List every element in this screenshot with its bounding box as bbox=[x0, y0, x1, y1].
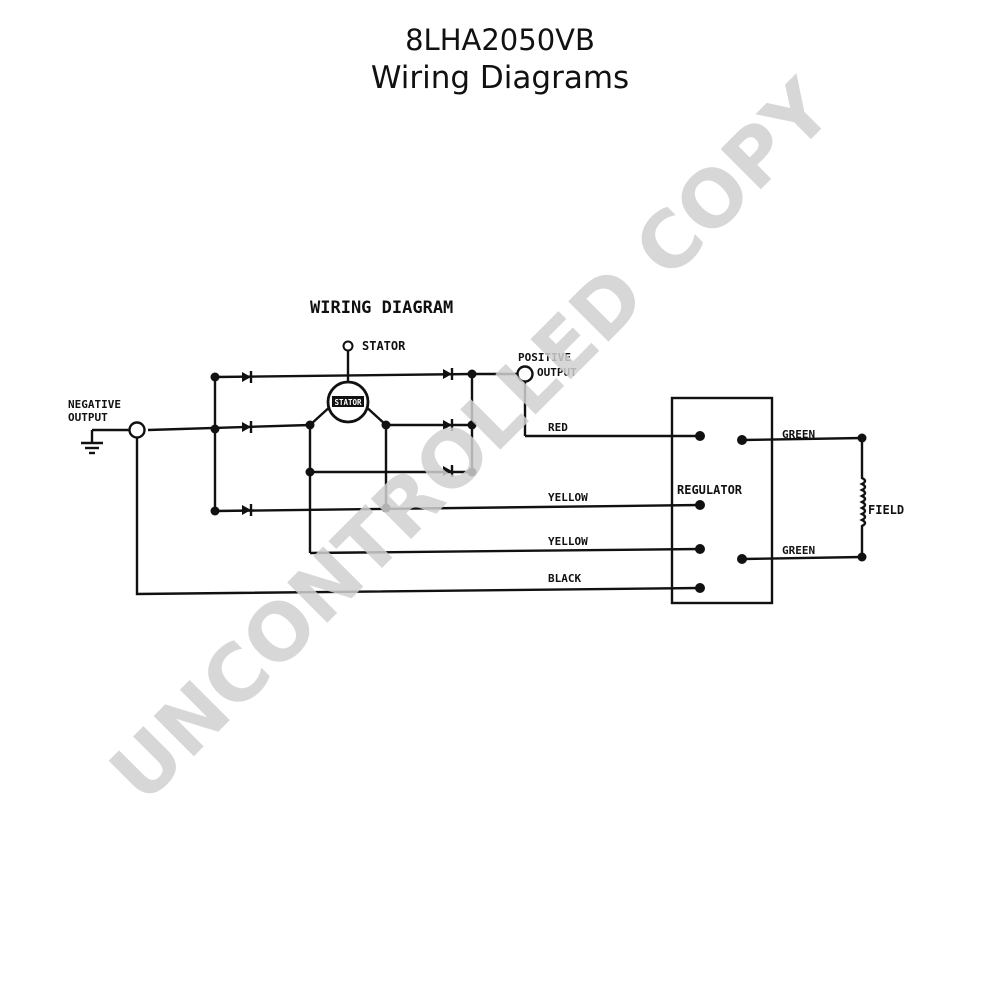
stator-coil-label: STATOR bbox=[334, 398, 362, 407]
field-label: FIELD bbox=[868, 503, 904, 517]
page-subtitle: Wiring Diagrams bbox=[370, 60, 630, 96]
negative-output-terminal-icon bbox=[128, 421, 146, 439]
page-header: 8LHA2050VB Wiring Diagrams bbox=[0, 22, 1000, 98]
diagram-heading: WIRING DIAGRAM bbox=[310, 298, 453, 318]
yellow-wire-label-2: YELLOW bbox=[548, 535, 588, 548]
ground-icon bbox=[81, 428, 129, 455]
black-wire-label: BLACK bbox=[548, 572, 581, 585]
positive-output-label-line1: POSITIVE bbox=[518, 351, 571, 364]
yellow-wire-label-1: YELLOW bbox=[548, 491, 588, 504]
positive-output-label-line2: OUTPUT bbox=[537, 366, 577, 379]
positive-output-terminal-icon bbox=[516, 365, 534, 383]
regulator-label: REGULATOR bbox=[677, 483, 743, 497]
diode-icon bbox=[240, 369, 253, 385]
stator-coil: STATOR bbox=[326, 380, 370, 424]
negative-output-label-line2: OUTPUT bbox=[68, 411, 108, 424]
field-winding bbox=[741, 433, 867, 562]
watermark-text: UNCONTROLLED COPY bbox=[94, 63, 851, 820]
red-wire-label: RED bbox=[548, 421, 568, 434]
rectifier-wiring bbox=[135, 351, 701, 596]
diode-icon bbox=[240, 419, 253, 435]
regulator-box bbox=[670, 396, 774, 605]
negative-output-label-line1: NEGATIVE bbox=[68, 398, 121, 411]
stator-terminal-icon bbox=[342, 340, 354, 352]
green-wire-label-2: GREEN bbox=[782, 544, 815, 557]
diode-icon bbox=[441, 366, 454, 382]
junction-dots bbox=[210, 369, 477, 516]
diode-icon bbox=[240, 502, 253, 518]
regulator-terminals bbox=[695, 431, 747, 593]
page-title: 8LHA2050VB bbox=[405, 23, 595, 57]
stator-terminal-label: STATOR bbox=[362, 339, 406, 353]
